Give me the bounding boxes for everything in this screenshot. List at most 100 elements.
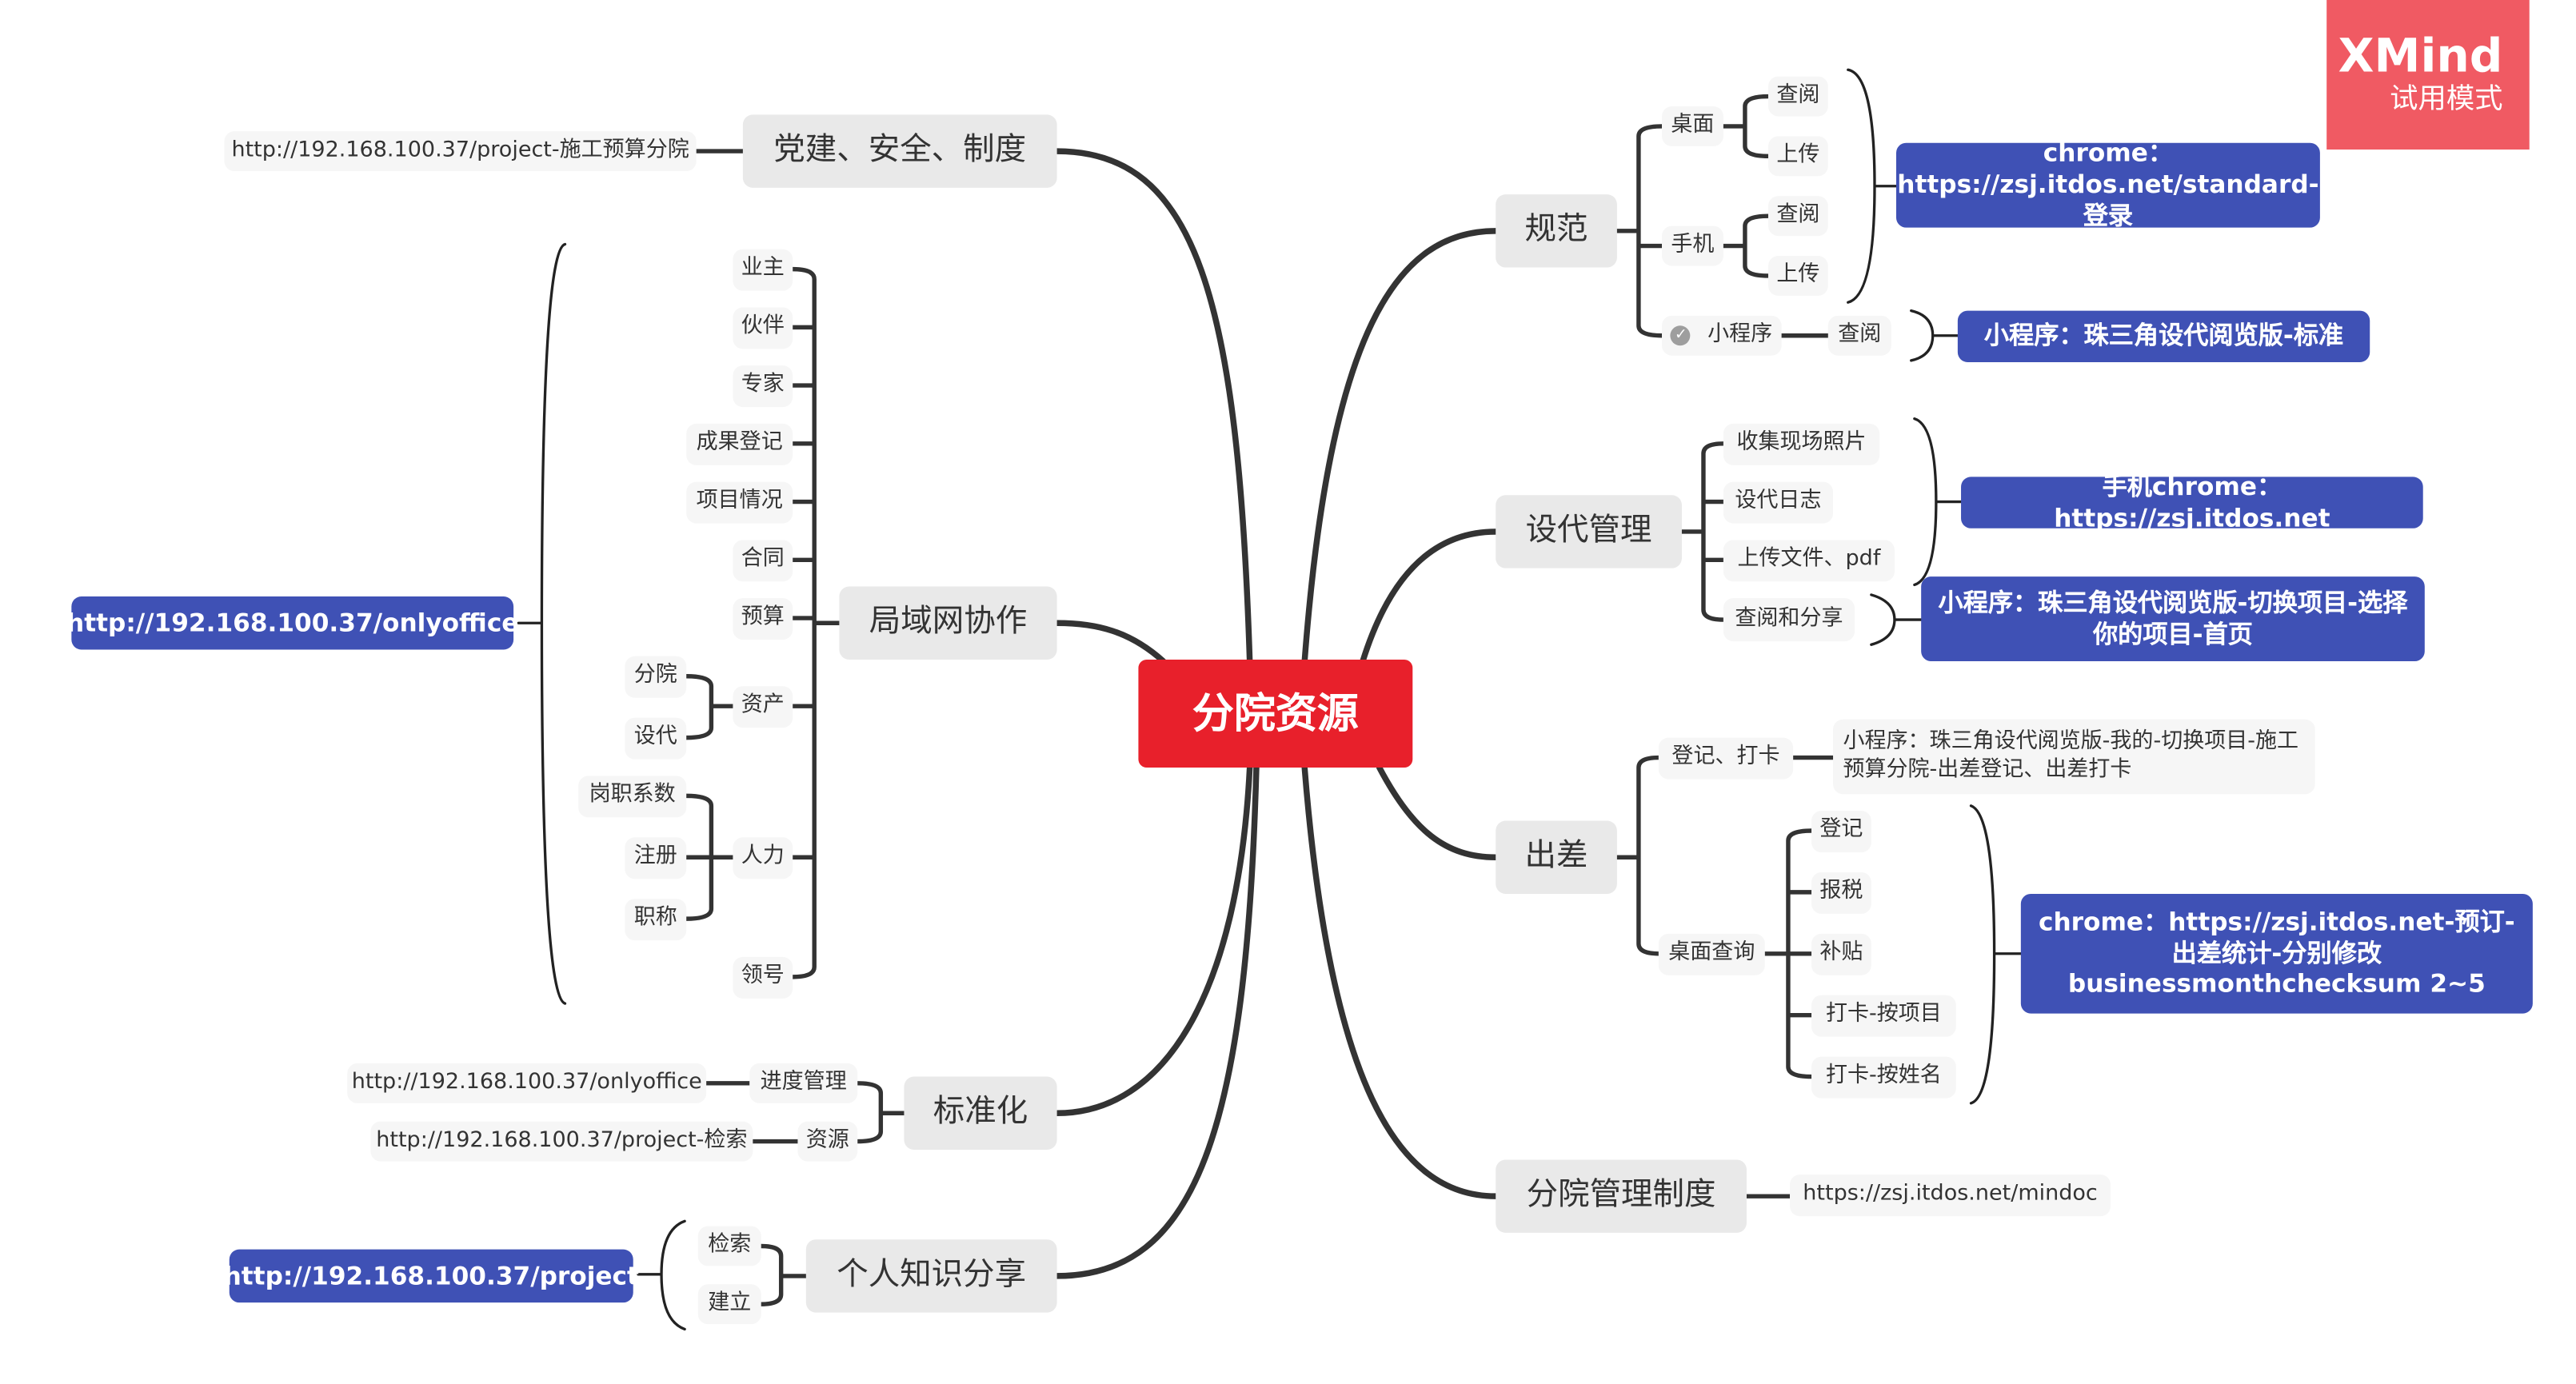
standard-item[interactable]: 进度管理	[749, 1063, 858, 1103]
trip-query-child[interactable]: 补贴	[1811, 933, 1871, 975]
topic-party[interactable]: 党建、安全、制度	[742, 114, 1057, 188]
design-item[interactable]: 设代日志	[1723, 481, 1834, 524]
central-topic: 分院资源	[1138, 659, 1413, 768]
connector-party	[1053, 148, 1253, 664]
connector-lan	[1053, 620, 1167, 664]
trip-query-child-label: 报税	[1819, 879, 1863, 905]
topic-party-label: 党建、安全、制度	[773, 131, 1027, 169]
topic-lan[interactable]: 局域网协作	[839, 586, 1057, 660]
standard-link[interactable]: http://192.168.100.37/onlyoffice	[347, 1063, 707, 1103]
summary-knowledge-label: http://192.168.100.37/project	[223, 1260, 639, 1290]
assets-child[interactable]: 设代	[625, 717, 687, 760]
trip-checkin[interactable]: 登记、打卡	[1658, 737, 1794, 780]
topic-spec[interactable]: 规范	[1496, 194, 1617, 268]
standard-link-label: http://192.168.100.37/project-检索	[376, 1127, 748, 1153]
lan-item[interactable]: 领号	[733, 956, 793, 999]
trip-query[interactable]: 桌面查询	[1658, 933, 1765, 975]
connector-standard	[1053, 764, 1253, 1117]
link-policy-label: https://zsj.itdos.net/mindoc	[1803, 1182, 2098, 1207]
lan-item-label: 伙伴	[741, 314, 785, 340]
summary-design-miniapp[interactable]: 小程序：珠三角设代阅览版-切换项目-选择你的项目-首页	[1921, 576, 2425, 662]
trip-query-child[interactable]: 打卡-按项目	[1811, 995, 1956, 1037]
lan-item[interactable]: 项目情况	[686, 481, 793, 524]
spec-child-label: 上传	[1776, 142, 1820, 168]
summary-spec-chrome-label: chrome：https://zsj.itdos.net/standard-登录	[1897, 138, 2319, 231]
lan-item[interactable]: 业主	[733, 249, 793, 291]
standard-link-label: http://192.168.100.37/onlyoffice	[351, 1069, 702, 1095]
check-circle-icon: ✓	[1671, 325, 1691, 346]
design-item[interactable]: 查阅和分享	[1723, 598, 1855, 642]
trip-checkin-note[interactable]: 小程序：珠三角设代阅览版-我的-切换项目-施工预算分院-出差登记、出差打卡	[1833, 719, 2315, 795]
summary-design-chrome[interactable]: 手机chrome：https://zsj.itdos.net	[1961, 472, 2423, 532]
watermark-mode: 试用模式	[2390, 83, 2503, 117]
watermark-brand: XMind	[2338, 29, 2503, 84]
lan-item[interactable]: 伙伴	[733, 307, 793, 349]
knowledge-item[interactable]: 检索	[697, 1226, 761, 1266]
design-item[interactable]: 收集现场照片	[1723, 423, 1880, 465]
topic-design[interactable]: 设代管理	[1496, 495, 1682, 568]
summary-spec-miniapp-label: 小程序：珠三角设代阅览版-标准	[1983, 321, 2344, 351]
trip-query-child-label: 登记	[1819, 818, 1863, 844]
link-party[interactable]: http://192.168.100.37/project-施工预算分院	[224, 131, 697, 172]
standard-link[interactable]: http://192.168.100.37/project-检索	[370, 1121, 753, 1162]
trip-query-child[interactable]: 打卡-按姓名	[1811, 1056, 1956, 1099]
spec-mobile[interactable]: 手机	[1662, 225, 1723, 266]
trip-checkin-label: 登记、打卡	[1671, 744, 1780, 770]
summary-spec-miniapp[interactable]: 小程序：珠三角设代阅览版-标准	[1957, 310, 2370, 363]
summary-trip-label: chrome：https://zsj.itdos.net-预订-出差统计-分别修…	[2038, 907, 2515, 999]
connector-trip-tree	[1615, 755, 1835, 1079]
hr-child[interactable]: 岗职系数	[578, 776, 687, 818]
spec-child[interactable]: 上传	[1767, 256, 1828, 296]
assets-child-label: 设代	[633, 724, 677, 750]
hr-child[interactable]: 注册	[625, 837, 687, 879]
lan-hr[interactable]: 人力	[733, 837, 793, 879]
trip-query-child[interactable]: 报税	[1811, 871, 1871, 914]
connector-knowledge-tree	[759, 1243, 809, 1306]
spec-miniapp-label: 小程序	[1707, 321, 1773, 348]
design-item-label: 查阅和分享	[1735, 606, 1843, 632]
brace-knowledge	[637, 1219, 686, 1331]
standard-item-label: 进度管理	[760, 1069, 847, 1095]
spec-desktop[interactable]: 桌面	[1662, 106, 1723, 146]
topic-design-label: 设代管理	[1525, 512, 1652, 548]
summary-spec-chrome[interactable]: chrome：https://zsj.itdos.net/standard-登录	[1895, 138, 2320, 231]
lan-item[interactable]: 成果登记	[686, 423, 793, 465]
connector-knowledge	[1053, 764, 1260, 1279]
topic-policy[interactable]: 分院管理制度	[1496, 1159, 1747, 1233]
spec-child-label: 查阅	[1776, 82, 1820, 108]
topic-standard[interactable]: 标准化	[904, 1076, 1057, 1150]
standard-item[interactable]: 资源	[797, 1121, 858, 1162]
summary-lan[interactable]: http://192.168.100.37/onlyoffice	[66, 596, 518, 650]
spec-child-label: 上传	[1776, 262, 1820, 288]
brace-spec	[1847, 68, 1959, 362]
link-policy[interactable]: https://zsj.itdos.net/mindoc	[1790, 1175, 2111, 1217]
connector-design-tree	[1679, 441, 1726, 622]
design-item-label: 收集现场照片	[1736, 430, 1867, 457]
summary-trip[interactable]: chrome：https://zsj.itdos.net-预订-出差统计-分别修…	[2020, 893, 2533, 1014]
trip-query-child-label: 补贴	[1819, 940, 1863, 967]
spec-child[interactable]: 查阅	[1827, 315, 1891, 356]
trip-query-child[interactable]: 登记	[1811, 811, 1871, 853]
trip-checkin-note-label: 小程序：珠三角设代阅览版-我的-切换项目-施工预算分院-出差登记、出差打卡	[1843, 729, 2299, 782]
spec-child[interactable]: 查阅	[1767, 196, 1828, 237]
lan-item[interactable]: 专家	[733, 365, 793, 408]
spec-miniapp[interactable]: ✓ 小程序	[1662, 315, 1782, 356]
topic-knowledge[interactable]: 个人知识分享	[805, 1239, 1057, 1313]
lan-item[interactable]: 预算	[733, 598, 793, 640]
hr-child-label: 职称	[633, 906, 677, 931]
hr-child[interactable]: 职称	[625, 899, 687, 941]
lan-assets[interactable]: 资产	[733, 686, 793, 728]
link-party-label: http://192.168.100.37/project-施工预算分院	[231, 138, 689, 163]
lan-item[interactable]: 合同	[733, 540, 793, 582]
design-item[interactable]: 上传文件、pdf	[1723, 540, 1895, 582]
summary-knowledge[interactable]: http://192.168.100.37/project	[224, 1249, 639, 1303]
trip-query-label: 桌面查询	[1668, 940, 1755, 967]
knowledge-item-label: 检索	[708, 1232, 752, 1258]
assets-child[interactable]: 分院	[625, 656, 687, 698]
spec-child[interactable]: 查阅	[1767, 76, 1828, 117]
spec-child[interactable]: 上传	[1767, 136, 1828, 177]
topic-trip[interactable]: 出差	[1496, 820, 1617, 894]
knowledge-item[interactable]: 建立	[697, 1284, 761, 1325]
